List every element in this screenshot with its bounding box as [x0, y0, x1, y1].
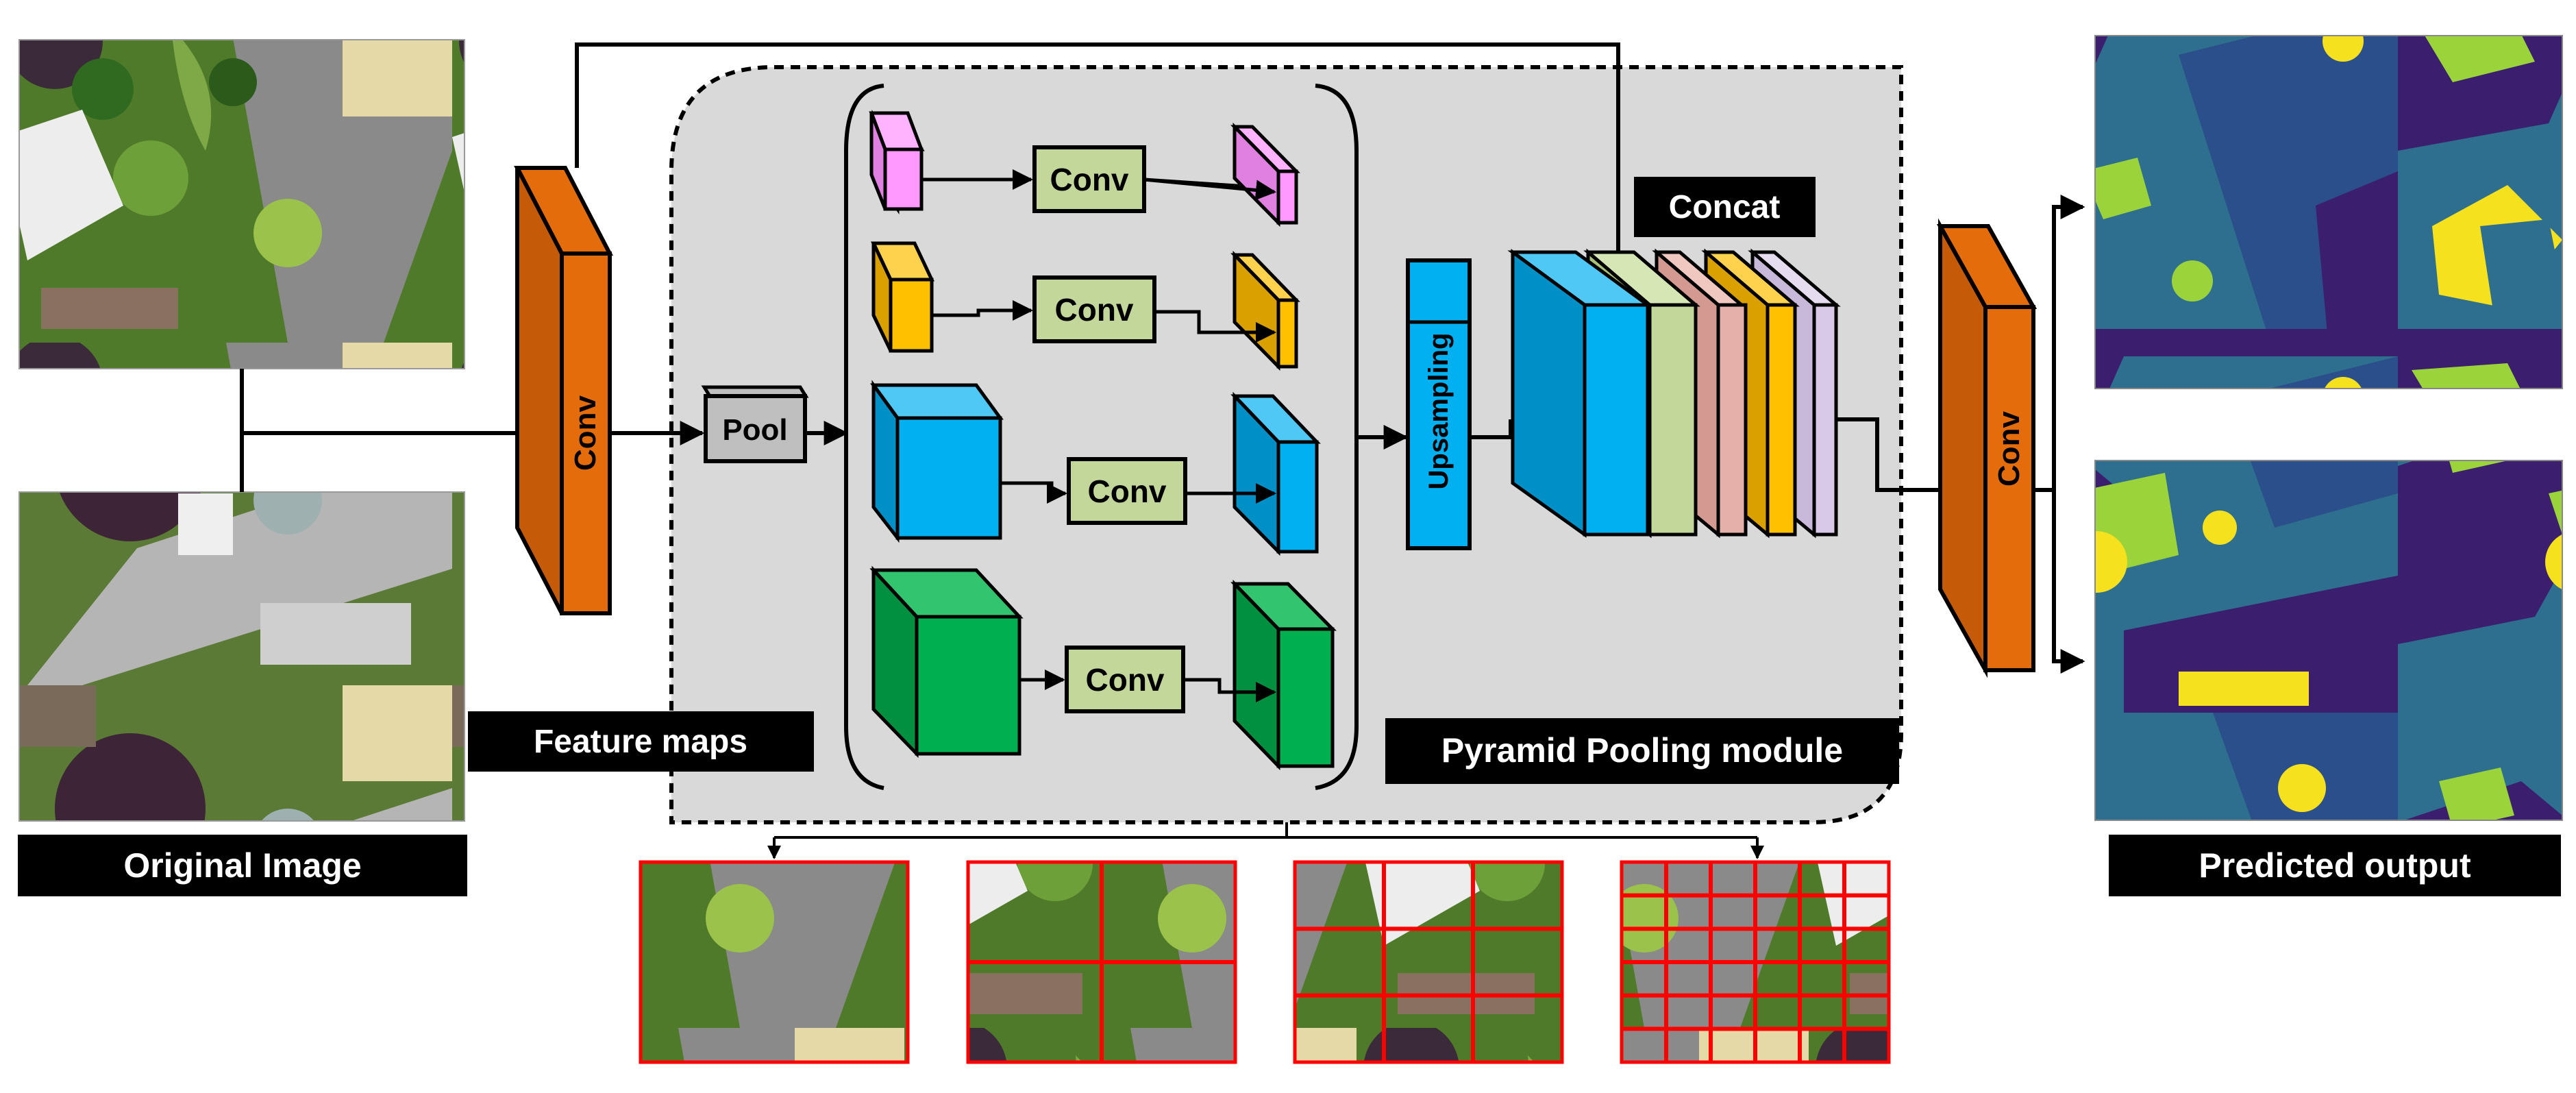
- conv-box-blue: [1067, 457, 1187, 525]
- conv-green-label: Conv: [1086, 662, 1165, 698]
- branch-green: Conv: [869, 565, 1337, 771]
- conv-yellow-label: Conv: [1055, 292, 1134, 328]
- concat-label-bg: [1634, 177, 1816, 237]
- pyramid-module-label-bg: [1385, 718, 1899, 784]
- predicted-output-label: Predicted output: [2199, 846, 2471, 885]
- left-bracket: [844, 84, 884, 790]
- concat-to-conv-arrow: [1836, 417, 1972, 502]
- pyramid-module-label: Pyramid Pooling module: [1441, 731, 1843, 770]
- pool-label: Pool: [722, 413, 787, 447]
- skip-connection: [575, 42, 1631, 304]
- feature-maps-label: Feature maps: [534, 724, 747, 760]
- branch-pink: Conv: [869, 110, 1300, 228]
- pool-block: Pool: [701, 385, 809, 463]
- conv-block-left: Conv: [514, 166, 613, 615]
- conv-right-label: Conv: [1992, 410, 2026, 487]
- feature-maps-label-bg: [468, 711, 814, 772]
- conv-pink-label: Conv: [1050, 162, 1129, 197]
- conv-box-pink: [1032, 145, 1146, 213]
- upsampling-label: Upsampling: [1424, 333, 1454, 490]
- branch-blue: Conv: [870, 380, 1321, 556]
- original-image-top: [18, 39, 465, 369]
- original-image-bottom: [18, 491, 465, 822]
- pyramid-grid-thumbnails: [639, 860, 1891, 1064]
- predicted-image-top: [2094, 35, 2563, 389]
- grid-thumbnail-1x1: [639, 860, 910, 1064]
- output-arrow-top: [2033, 195, 2085, 492]
- concat-stack: [1507, 248, 1841, 539]
- original-image-label: Original Image: [123, 846, 361, 885]
- grid-thumbnail-2x2: [966, 860, 1237, 1064]
- predicted-output-label-bg: [2109, 835, 2561, 896]
- original-image-label-bg: [18, 835, 467, 896]
- concat-label: Concat: [1669, 189, 1781, 225]
- conv-block-right: Conv: [1936, 218, 2038, 678]
- conv-blue-label: Conv: [1088, 474, 1167, 509]
- conv-box-yellow: [1032, 275, 1156, 343]
- conv-left-label: Conv: [569, 395, 602, 471]
- output-arrow-bottom: [2052, 490, 2085, 674]
- predicted-image-bottom: [2094, 460, 2563, 821]
- grid-thumbnail-6x6: [1620, 860, 1891, 1064]
- upsampling-block: Upsampling: [1406, 258, 1472, 550]
- branch-yellow: Conv: [871, 241, 1300, 371]
- grid-thumbnail-3x3: [1293, 860, 1564, 1064]
